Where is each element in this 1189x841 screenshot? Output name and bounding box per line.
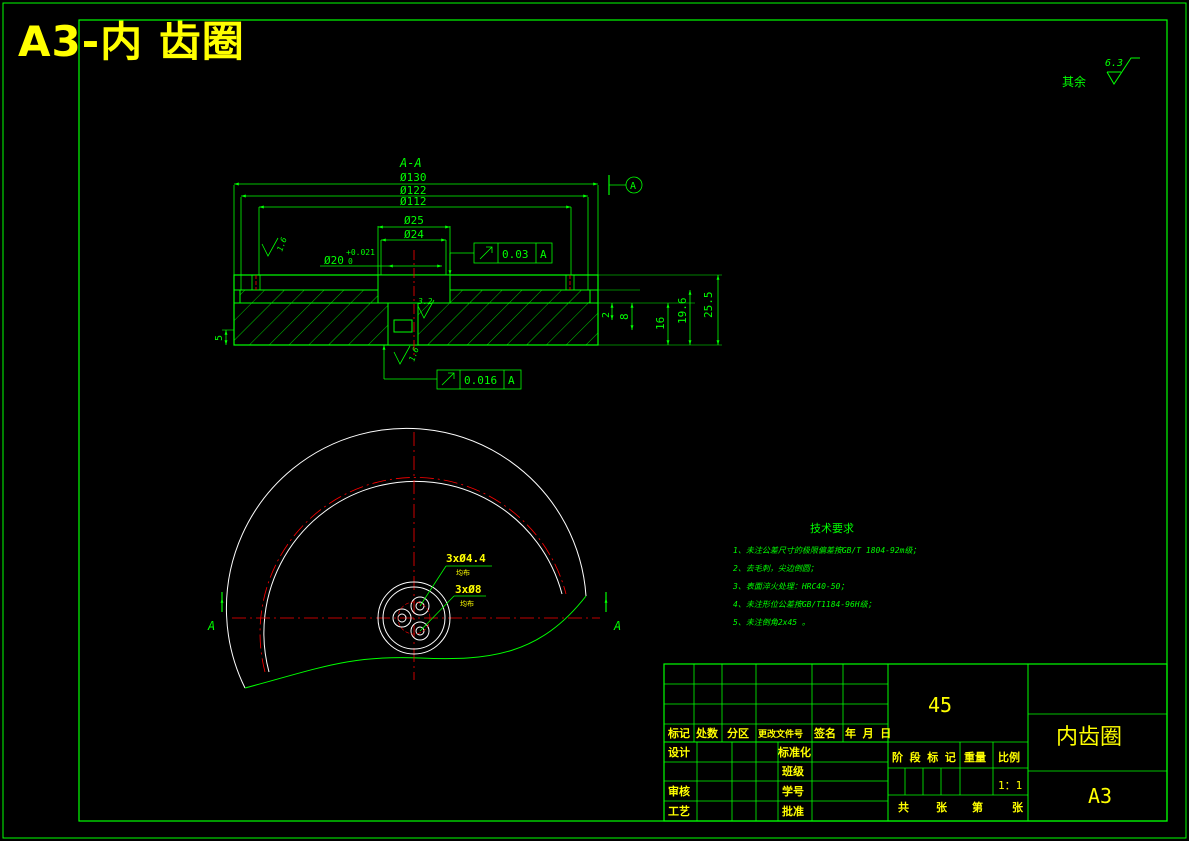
svg-text:6.3: 6.3: [1105, 58, 1123, 69]
drawing-title: A3-内 齿圈: [18, 17, 245, 66]
svg-text:3.2: 3.2: [417, 297, 433, 306]
plan-view: 3xØ4.4 均布 3xØ8 均布 A A: [207, 427, 621, 689]
svg-text:阶 段 标 记: 阶 段 标 记: [892, 750, 956, 764]
svg-text:3、表面淬火处理：HRC40-50；: 3、表面淬火处理：HRC40-50；: [732, 582, 848, 591]
svg-text:25.5: 25.5: [702, 292, 715, 319]
svg-text:1、未注公差尺寸的极限偏差按GB/T 1804-92m级；: 1、未注公差尺寸的极限偏差按GB/T 1804-92m级；: [733, 546, 920, 555]
svg-text:8: 8: [618, 313, 631, 320]
svg-text:比例: 比例: [998, 750, 1020, 764]
part-name: 内齿圈: [1056, 725, 1122, 750]
svg-text:第: 第: [972, 800, 983, 814]
svg-text:A: A: [508, 374, 515, 387]
svg-text:更改文件号: 更改文件号: [758, 728, 803, 740]
svg-text:A: A: [630, 181, 636, 192]
svg-text:4、未注形位公差按GB/T1184-96H级；: 4、未注形位公差按GB/T1184-96H级；: [733, 600, 876, 609]
svg-text:16: 16: [654, 317, 667, 330]
inner-border: [78, 19, 1168, 822]
svg-text:A: A: [540, 248, 547, 261]
svg-text:均布: 均布: [456, 568, 470, 577]
svg-text:Ø20: Ø20: [324, 254, 344, 267]
svg-text:处数: 处数: [695, 726, 719, 740]
svg-text:共: 共: [898, 800, 909, 814]
svg-text:19.6: 19.6: [676, 298, 689, 325]
svg-text:5、未注倒角2x45 。: 5、未注倒角2x45 。: [733, 618, 810, 627]
svg-text:重量: 重量: [964, 750, 986, 764]
svg-text:批准: 批准: [782, 804, 804, 818]
svg-text:+0.021: +0.021: [346, 248, 375, 257]
technical-requirements: 技术要求 1、未注公差尺寸的极限偏差按GB/T 1804-92m级； 2、去毛刺…: [732, 522, 920, 627]
svg-text:3xØ8: 3xØ8: [455, 583, 482, 596]
svg-text:设计: 设计: [668, 745, 690, 759]
svg-text:Ø122: Ø122: [400, 184, 427, 197]
sheet-size: A3: [1088, 784, 1112, 808]
svg-text:签名: 签名: [813, 726, 836, 740]
svg-text:标准化: 标准化: [777, 745, 811, 759]
svg-text:学号: 学号: [782, 784, 804, 798]
title-block-text: 标记 处数 分区 更改文件号 签名 年 月 日 设计 审核 工艺 标准化 班级 …: [667, 726, 1024, 818]
svg-text:张: 张: [1012, 800, 1024, 814]
svg-text:1：1: 1：1: [998, 779, 1022, 792]
svg-text:2: 2: [601, 312, 612, 318]
material: 45: [928, 693, 952, 717]
svg-text:0.016: 0.016: [464, 374, 497, 387]
svg-text:工艺: 工艺: [668, 804, 690, 818]
svg-text:Ø24: Ø24: [404, 228, 424, 241]
svg-text:班级: 班级: [782, 764, 805, 778]
svg-text:A: A: [207, 619, 215, 633]
svg-text:均布: 均布: [460, 599, 474, 608]
svg-text:0: 0: [348, 257, 353, 266]
section-view: A-A Ø130 Ø122 Ø112: [214, 156, 722, 390]
general-roughness-note: 其余 6.3: [1062, 57, 1140, 89]
svg-text:标记: 标记: [667, 726, 690, 740]
title-block: [663, 663, 1168, 822]
svg-text:Ø25: Ø25: [404, 214, 424, 227]
svg-text:0.03: 0.03: [502, 248, 529, 261]
svg-text:2、去毛刺，尖边倒圆；: 2、去毛刺，尖边倒圆；: [733, 564, 818, 573]
svg-text:技术要求: 技术要求: [810, 522, 854, 535]
section-label: A-A: [399, 156, 422, 170]
svg-text:审核: 审核: [668, 784, 690, 798]
svg-text:年 月 日: 年 月 日: [845, 726, 891, 740]
svg-text:1.6: 1.6: [407, 346, 420, 363]
svg-text:分区: 分区: [727, 726, 749, 740]
svg-text:3xØ4.4: 3xØ4.4: [446, 552, 486, 565]
svg-text:Ø112: Ø112: [400, 195, 427, 208]
svg-text:张: 张: [936, 800, 948, 814]
svg-text:Ø130: Ø130: [400, 171, 427, 184]
svg-text:5: 5: [214, 335, 225, 341]
svg-text:A: A: [613, 619, 621, 633]
svg-text:其余: 其余: [1062, 74, 1086, 89]
